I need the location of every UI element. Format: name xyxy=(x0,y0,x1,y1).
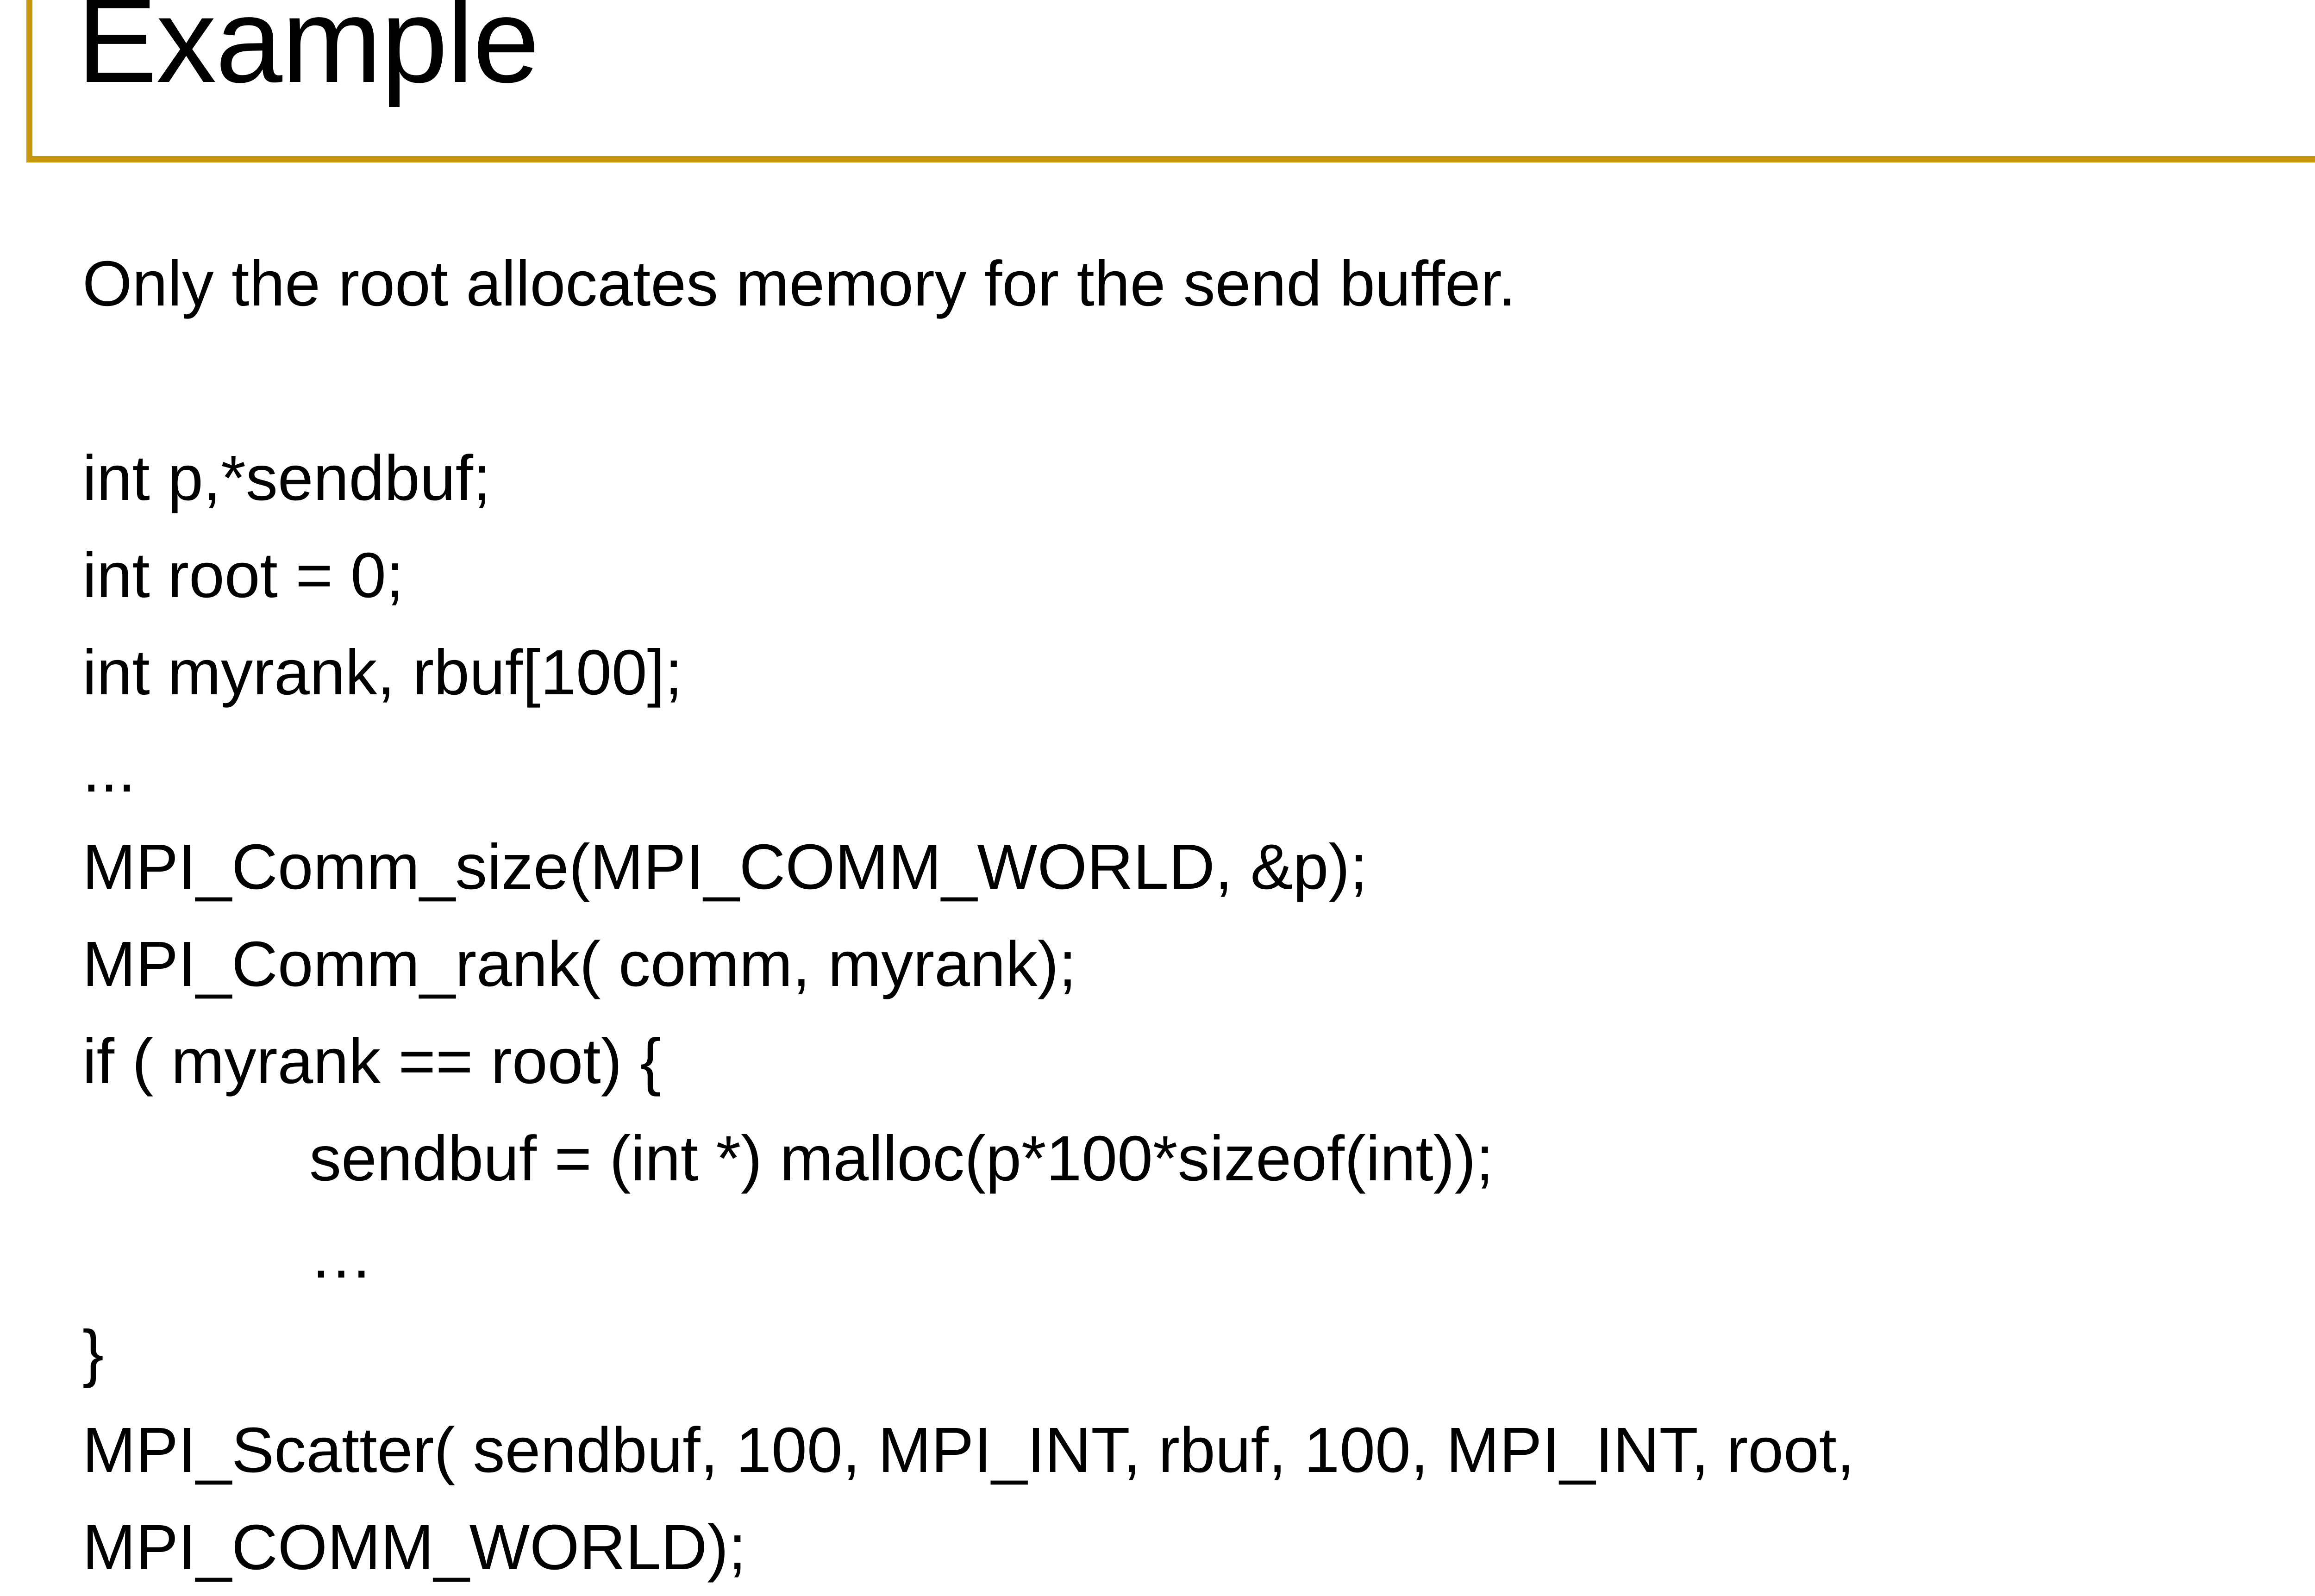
body-line: int root = 0; xyxy=(82,540,404,611)
body-content: Only the root allocates memory for the s… xyxy=(82,235,2305,1596)
body-line: if ( myrank == root) { xyxy=(82,1026,662,1097)
body-line: int p,*sendbuf; xyxy=(82,443,491,514)
body-line: MPI_Comm_size(MPI_COMM_WORLD, &p); xyxy=(82,831,1368,903)
title-accent-rule-vertical xyxy=(26,0,32,162)
body-line: MPI_Comm_rank( comm, myrank); xyxy=(82,929,1076,1000)
title-accent-rule-horizontal xyxy=(26,156,2315,162)
body-line: int myrank, rbuf[100]; xyxy=(82,637,683,708)
title-area: Example xyxy=(0,0,2315,185)
body-line: … xyxy=(309,1220,373,1291)
body-line: ... xyxy=(82,734,136,805)
page-title: Example xyxy=(77,0,540,108)
body-line: } xyxy=(82,1317,104,1389)
body-line: MPI_Scatter( sendbuf, 100, MPI_INT, rbuf… xyxy=(82,1415,1872,1583)
body-line: Only the root allocates memory for the s… xyxy=(82,248,1516,319)
body-line-blank xyxy=(82,332,2305,430)
body-line: sendbuf = (int *) malloc(p*100*sizeof(in… xyxy=(309,1123,1494,1194)
